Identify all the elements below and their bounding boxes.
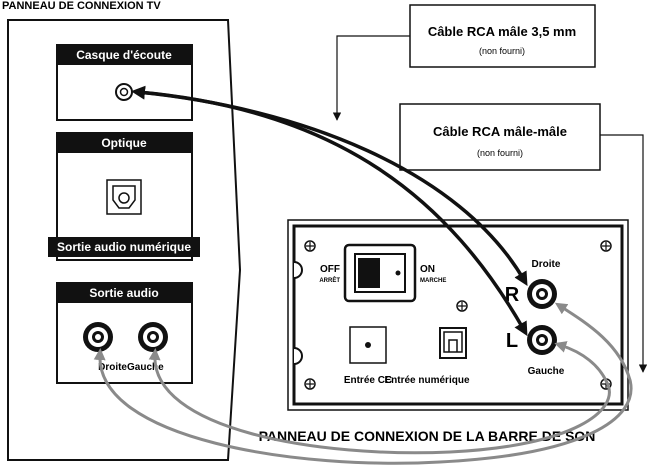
switch-off-label: OFF bbox=[320, 264, 340, 275]
black-cable-to-left bbox=[137, 90, 528, 337]
gray-cable-left bbox=[148, 341, 611, 455]
soundbar-right-label: Droite bbox=[532, 259, 561, 270]
optical-label: Optique bbox=[101, 136, 147, 150]
soundbar-rca-left-jack-icon bbox=[527, 325, 557, 355]
optical-port-icon bbox=[106, 179, 142, 215]
tv-rca-left-jack-icon bbox=[138, 322, 168, 352]
soundbar-rca-right-jack-icon bbox=[527, 279, 557, 309]
soundbar-right-letter: R bbox=[505, 284, 520, 306]
headphone-label: Casque d'écoute bbox=[76, 48, 172, 62]
cable-rca-mm-callout: Câble RCA mâle-mâle (non fourni) bbox=[399, 103, 601, 171]
audio-out-box: Sortie audio Droite Gauche bbox=[56, 282, 193, 384]
cable-rca-35-note: (non fourni) bbox=[479, 46, 525, 56]
cable-rca-35-pointer bbox=[332, 35, 410, 121]
soundbar-left-letter: L bbox=[506, 330, 518, 352]
soundbar-panel: OFF ARRÊT ON MARCHE Entrée CC Entrée num… bbox=[287, 219, 629, 411]
gray-cable-right bbox=[93, 302, 633, 465]
switch-off-sub: ARRÊT bbox=[319, 276, 340, 284]
dc-input-icon bbox=[349, 326, 387, 364]
digital-input-icon bbox=[439, 327, 467, 359]
tv-rca-right-jack-icon bbox=[83, 322, 113, 352]
tv-left-label: Gauche bbox=[127, 362, 164, 373]
headphone-box: Casque d'écoute bbox=[56, 44, 193, 121]
headphone-jack-icon bbox=[115, 83, 133, 101]
power-switch bbox=[343, 243, 417, 303]
cable-rca-mm-pointer bbox=[600, 134, 648, 373]
optical-sub-label: Sortie audio numérique bbox=[57, 240, 191, 254]
switch-on-label: ON bbox=[420, 264, 435, 275]
cable-rca-mm-title: Câble RCA mâle-mâle bbox=[433, 124, 567, 139]
tv-panel-title: PANNEAU DE CONNEXION TV bbox=[2, 0, 161, 12]
soundbar-left-label: Gauche bbox=[528, 366, 565, 377]
screw-icon bbox=[304, 240, 316, 252]
tv-right-label: Droite bbox=[98, 362, 127, 373]
screw-icon bbox=[456, 300, 468, 312]
optical-box: Optique Sortie audio numérique bbox=[48, 132, 200, 261]
switch-on-sub: MARCHE bbox=[420, 278, 446, 284]
screw-icon bbox=[600, 240, 612, 252]
cable-rca-35-title: Câble RCA mâle 3,5 mm bbox=[428, 24, 576, 39]
audio-out-label: Sortie audio bbox=[89, 286, 158, 300]
screw-icon bbox=[304, 378, 316, 390]
cable-rca-mm-note: (non fourni) bbox=[477, 148, 523, 158]
digital-input-label: Entrée numérique bbox=[384, 375, 469, 386]
soundbar-panel-title: PANNEAU DE CONNEXION DE LA BARRE DE SON bbox=[259, 428, 596, 444]
dc-input-label: Entrée CC bbox=[344, 375, 392, 386]
cable-rca-35-callout: Câble RCA mâle 3,5 mm (non fourni) bbox=[409, 4, 596, 68]
